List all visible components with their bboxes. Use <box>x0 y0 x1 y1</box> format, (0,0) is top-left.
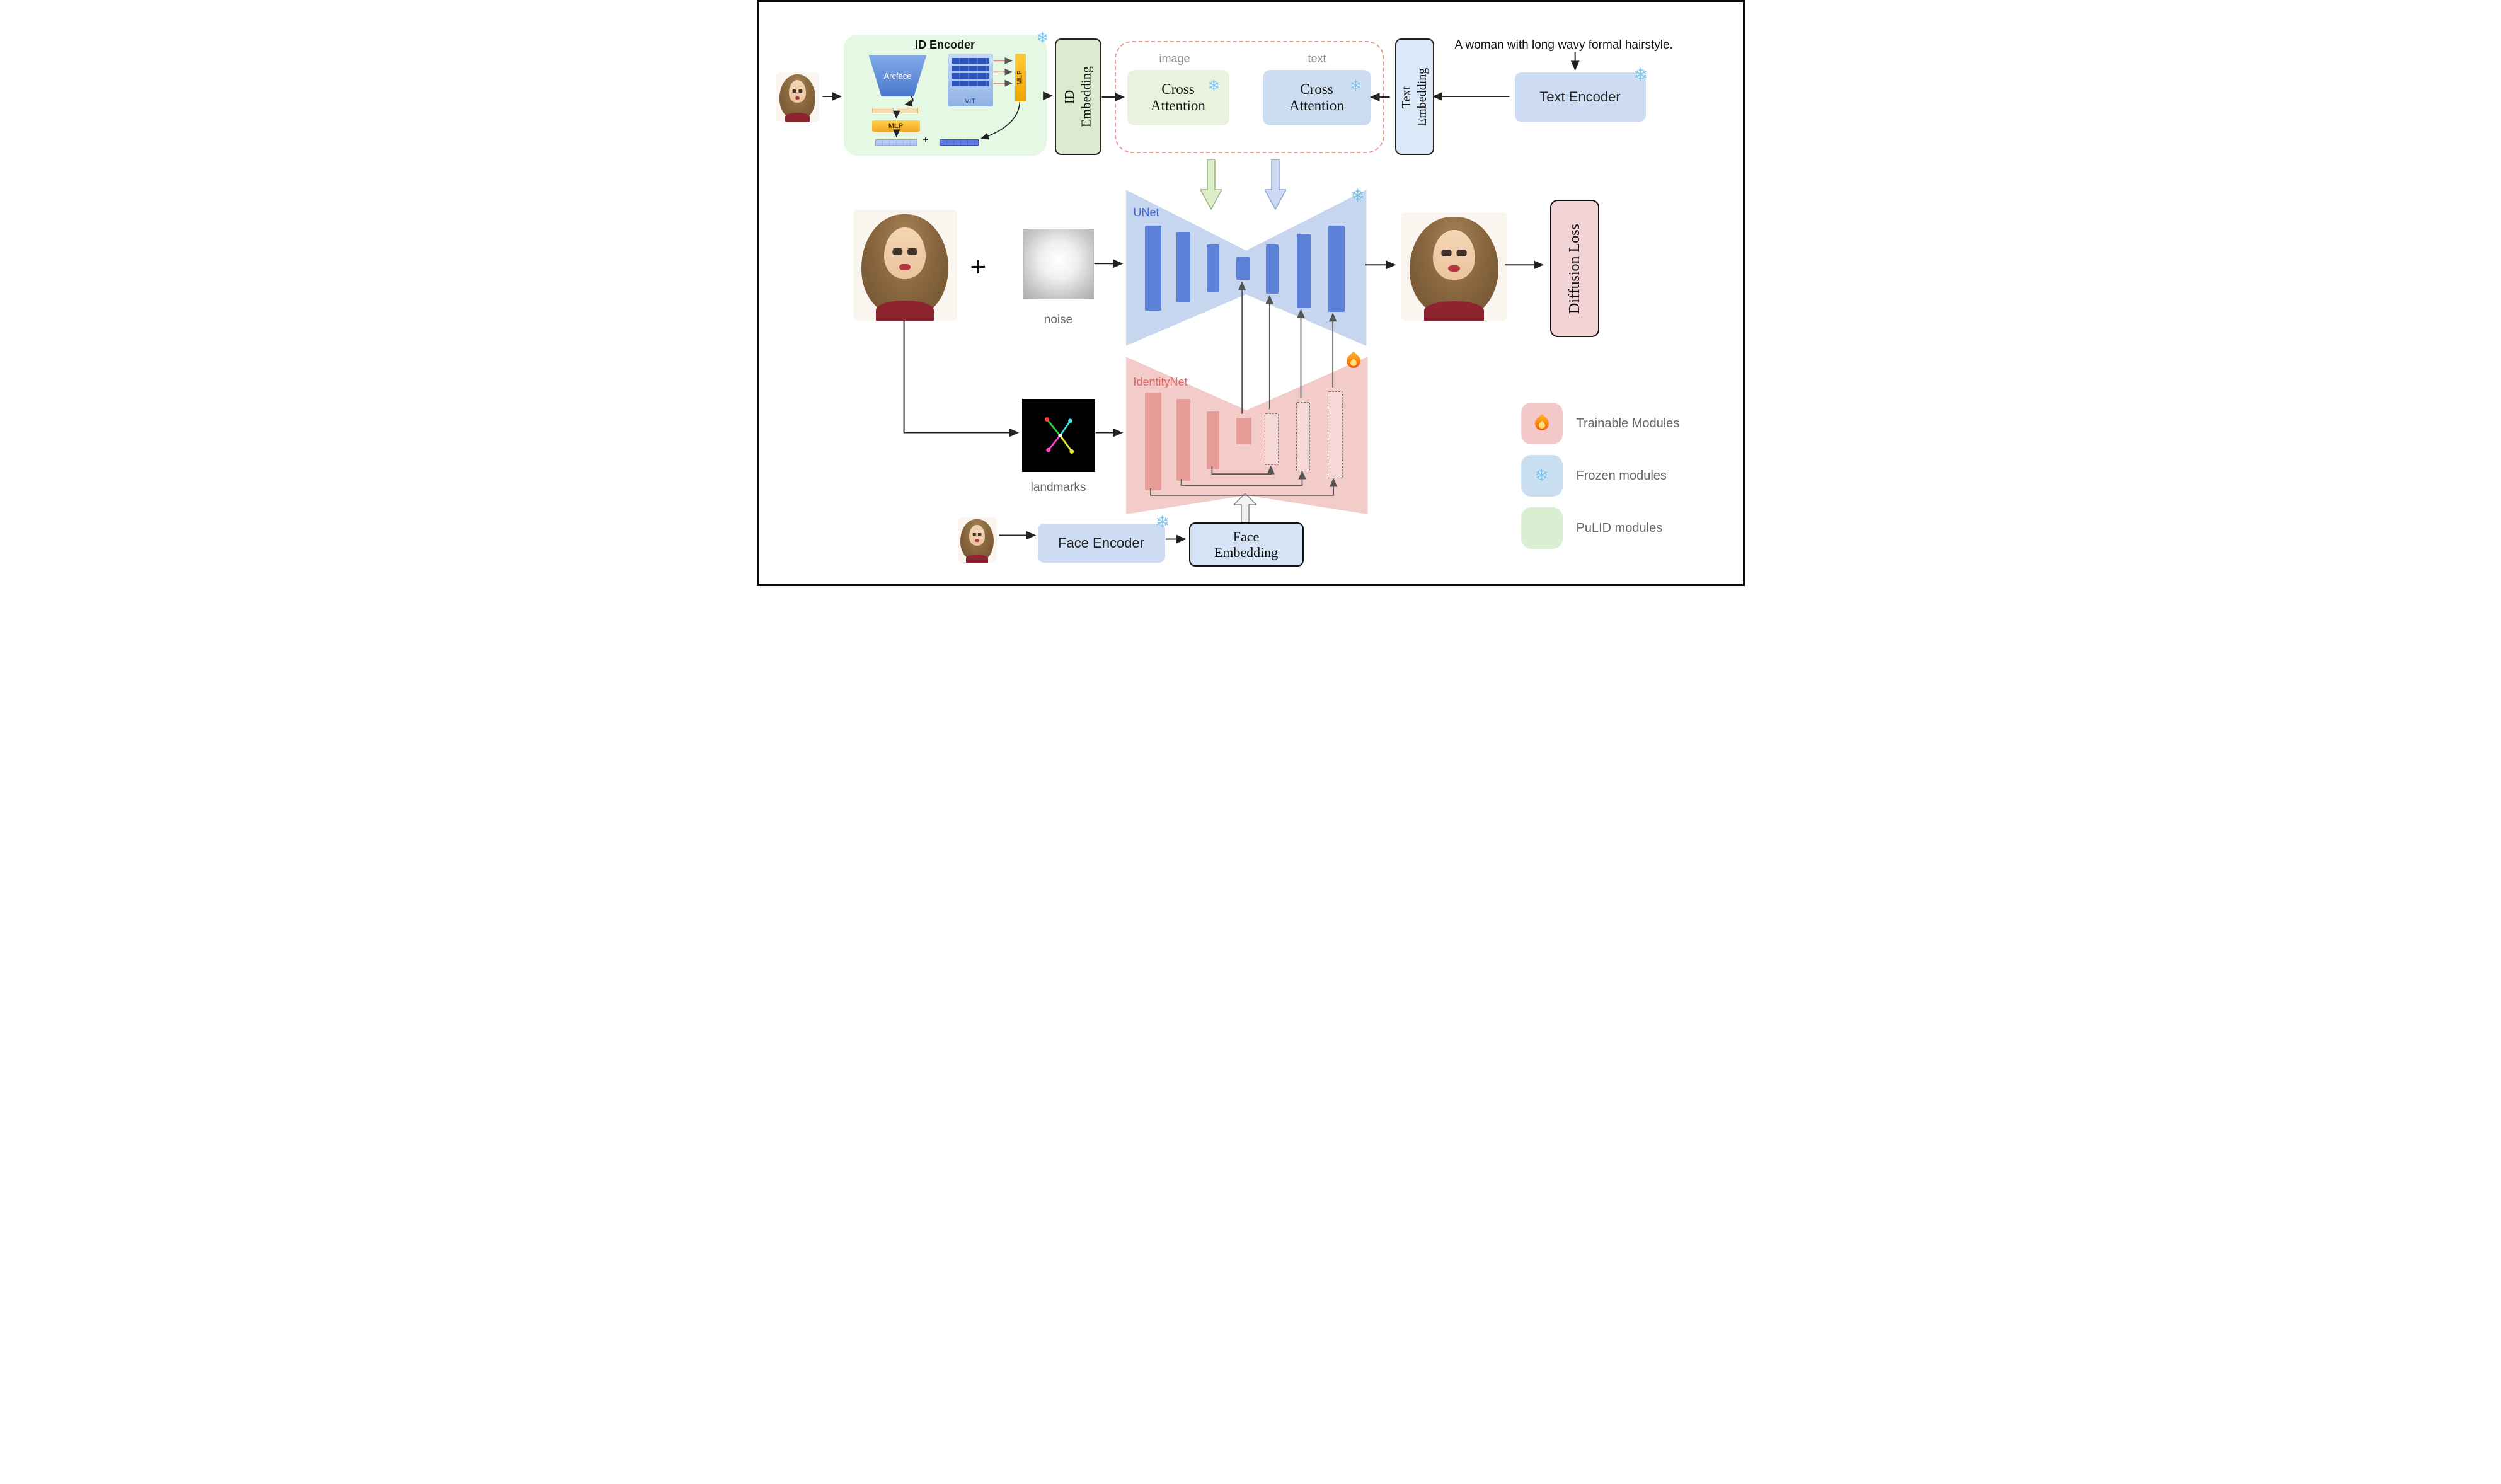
input-face-image <box>853 210 957 321</box>
token-chip <box>871 108 894 113</box>
embedding-token-row-blue <box>939 139 979 146</box>
reference-face-image <box>776 72 819 122</box>
portrait-face <box>884 227 926 279</box>
trainable-swatch <box>1521 403 1563 444</box>
mlp-horizontal-label: MLP <box>888 122 904 130</box>
token-plus-sign: + <box>923 134 928 144</box>
identitynet-bar <box>1176 399 1190 481</box>
portrait-face <box>788 80 807 103</box>
identitynet-dashed-bar <box>1264 413 1279 465</box>
vit-token-row <box>951 81 989 86</box>
image-condition-arrow <box>1199 159 1222 213</box>
identitynet-module: IdentityNet <box>1125 351 1368 514</box>
portrait-shoulders <box>875 301 934 321</box>
face-encoder-input-image <box>957 517 997 563</box>
portrait-shoulders <box>1424 301 1484 321</box>
unet-bar <box>1176 232 1190 302</box>
vit-token-row <box>951 58 989 64</box>
face-embedding-label: Face Embedding <box>1214 528 1279 560</box>
vit-token-row <box>951 73 989 79</box>
face-encoder-label: Face Encoder <box>1058 535 1144 551</box>
unet-bar <box>1206 244 1219 292</box>
snowflake-icon: ❄ <box>1036 30 1049 47</box>
flame-icon <box>1531 413 1552 434</box>
identitynet-dashed-bar <box>1327 391 1343 478</box>
legend-label: Trainable Modules <box>1576 416 1680 430</box>
diffusion-loss-box: Diffusion Loss <box>1549 200 1599 337</box>
image-cross-attention-label: Cross Attention <box>1151 81 1205 113</box>
id-encoder-module: ID Encoder Arcface VIT MLP MLP + ❄ <box>843 31 1049 156</box>
snowflake-icon: ❄ <box>1207 78 1221 95</box>
mlp-horizontal-block: MLP <box>871 120 920 132</box>
identitynet-bar <box>1144 393 1161 490</box>
landmarks-caption: landmarks <box>1030 481 1086 494</box>
unet-bar <box>1265 244 1279 294</box>
portrait-shoulders <box>966 555 988 563</box>
unet-module: UNet ❄ <box>1125 186 1367 346</box>
embedding-token-row <box>875 139 917 146</box>
text-cross-attention-block: Cross Attention ❄ <box>1262 70 1371 125</box>
plus-sign: + <box>970 251 987 282</box>
text-embedding-label: Text Embedding <box>1399 67 1429 126</box>
vit-label: VIT <box>964 98 976 105</box>
image-cross-attention-block: Cross Attention ❄ <box>1127 70 1229 125</box>
unet-bar <box>1296 234 1311 308</box>
text-condition-arrow <box>1263 159 1287 213</box>
token-chip <box>896 108 918 113</box>
text-cross-attention-label: Cross Attention <box>1289 81 1344 113</box>
legend: Trainable Modules ❄ Frozen modules PuLID… <box>1521 403 1680 549</box>
legend-item-pulid: PuLID modules <box>1521 507 1680 549</box>
arrow-inputface-to-landmarks <box>903 319 1019 437</box>
frozen-swatch: ❄ <box>1521 455 1563 497</box>
snowflake-icon: ❄ <box>1350 186 1365 205</box>
diffusion-loss-label: Diffusion Loss <box>1566 223 1583 314</box>
output-face-image <box>1401 212 1507 321</box>
face-embedding-box: Face Embedding <box>1188 522 1304 567</box>
noise-image <box>1023 229 1094 299</box>
identitynet-bar <box>1206 411 1219 469</box>
snowflake-icon: ❄ <box>1155 512 1170 532</box>
text-embedding-box: Text Embedding <box>1394 38 1434 155</box>
identitynet-dashed-bar <box>1296 402 1310 471</box>
architecture-diagram: ID Encoder Arcface VIT MLP MLP + ❄ ID Em… <box>756 0 1745 586</box>
snowflake-icon: ❄ <box>1349 78 1362 95</box>
arcface-label: Arcface <box>883 71 912 81</box>
id-embedding-label: ID Embedding <box>1062 66 1094 127</box>
arcface-block: Arcface <box>868 55 927 96</box>
landmarks-graphic <box>1044 417 1074 454</box>
vit-token-row <box>951 66 989 71</box>
flame-icon <box>1343 351 1364 371</box>
identitynet-label: IdentityNet <box>1133 376 1188 388</box>
snowflake-icon: ❄ <box>1633 65 1648 84</box>
text-encoder-label: Text Encoder <box>1539 89 1621 105</box>
text-encoder-block: Text Encoder ❄ <box>1514 66 1648 122</box>
unet-bar <box>1236 257 1250 280</box>
image-branch-caption: image <box>1159 52 1190 65</box>
portrait-shoulders <box>785 112 810 122</box>
mlp-vertical-label: MLP <box>1016 70 1025 85</box>
prompt-text: A woman with long wavy formal hairstyle. <box>1454 38 1673 52</box>
legend-label: Frozen modules <box>1576 468 1667 483</box>
legend-item-frozen: ❄ Frozen modules <box>1521 455 1680 497</box>
mlp-vertical-block: MLP <box>1015 54 1026 101</box>
snowflake-icon: ❄ <box>1534 466 1549 485</box>
unet-label: UNet <box>1133 206 1159 219</box>
face-embedding-arrow <box>1232 492 1258 526</box>
face-encoder-block: Face Encoder ❄ <box>1037 514 1170 563</box>
noise-caption: noise <box>1044 313 1073 326</box>
text-branch-caption: text <box>1308 52 1326 65</box>
identitynet-bar <box>1236 418 1251 444</box>
legend-item-trainable: Trainable Modules <box>1521 403 1680 444</box>
id-encoder-title: ID Encoder <box>914 38 975 51</box>
vit-block: VIT <box>947 54 993 106</box>
unet-bar <box>1328 226 1345 312</box>
id-embedding-box: ID Embedding <box>1054 38 1101 155</box>
pulid-swatch <box>1521 507 1563 549</box>
landmarks-image <box>1021 399 1095 472</box>
portrait-face <box>1432 229 1476 280</box>
legend-label: PuLID modules <box>1576 521 1663 535</box>
unet-bar <box>1144 226 1161 311</box>
portrait-face <box>969 524 985 546</box>
